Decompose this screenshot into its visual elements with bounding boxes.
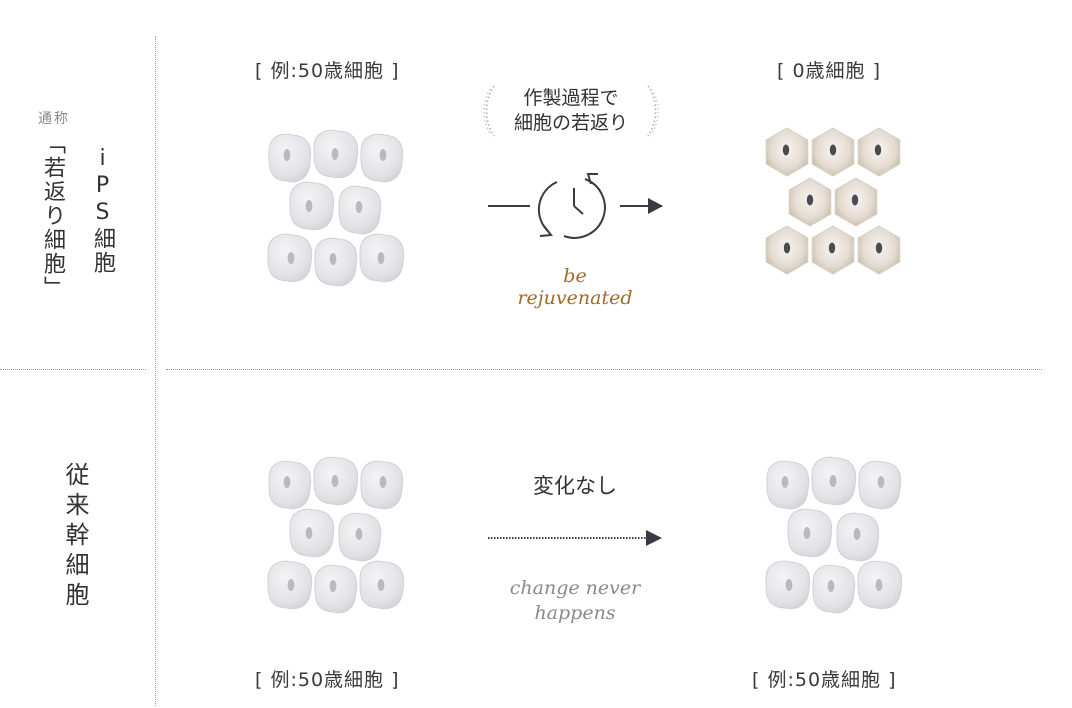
- hexagon-cell: [811, 225, 855, 275]
- round-cell: [836, 512, 880, 562]
- cell-nucleus: [355, 528, 363, 540]
- cell-nucleus: [379, 149, 387, 161]
- alias-small-label: 通称: [38, 111, 70, 127]
- process-bracket-left-icon: [483, 85, 495, 137]
- bottom-before-label: [ 例:50歳細胞 ]: [255, 669, 400, 691]
- cell-nucleus: [828, 242, 836, 254]
- cell-nucleus: [781, 476, 789, 488]
- hexagon-cell: [788, 177, 832, 227]
- cell-nucleus: [329, 580, 337, 592]
- cell-nucleus: [829, 475, 837, 487]
- cell-nucleus: [803, 527, 811, 539]
- cell-nucleus: [287, 579, 295, 591]
- cell-nucleus: [875, 242, 883, 254]
- cell-nucleus: [782, 144, 790, 156]
- round-cell: [338, 185, 382, 235]
- aged-cell-cluster-bottom-left: [267, 456, 405, 614]
- cell-nucleus: [287, 252, 295, 264]
- round-cell: [359, 560, 405, 610]
- be-rejuvenated-line2: rejuvenated: [517, 287, 633, 309]
- process-text-line2: 細胞の若返り: [513, 112, 628, 134]
- round-cell: [765, 560, 811, 610]
- process-text-line1: 作製過程で: [523, 87, 619, 109]
- young-hexagon-cell-cluster: [765, 127, 901, 275]
- round-cell: [811, 456, 857, 506]
- cell-nucleus: [851, 194, 859, 206]
- round-cell: [766, 460, 810, 510]
- aged-cell-cluster-bottom-right: [765, 456, 903, 614]
- round-cell: [812, 564, 856, 614]
- cell-nucleus: [305, 200, 313, 212]
- round-cell: [289, 508, 335, 558]
- hexagon-cell: [765, 127, 809, 177]
- rejuvenation-clock-arrow: [488, 173, 663, 239]
- hexagon-cell: [811, 127, 855, 177]
- hexagon-cell: [765, 225, 809, 275]
- change-never-happens-line1: change never: [509, 577, 641, 599]
- ips-cell-label: iPS細胞: [90, 146, 115, 275]
- top-after-label: [ 0歳細胞 ]: [777, 60, 881, 82]
- cell-nucleus: [283, 476, 291, 488]
- bottom-after-label: [ 例:50歳細胞 ]: [752, 669, 897, 691]
- round-cell: [268, 133, 312, 183]
- round-cell: [313, 129, 359, 179]
- cell-nucleus: [305, 527, 313, 539]
- cell-nucleus: [331, 475, 339, 487]
- cell-nucleus: [785, 579, 793, 591]
- round-cell: [314, 564, 358, 614]
- cell-nucleus: [379, 476, 387, 488]
- conventional-stem-cell-label: 従来幹細胞: [61, 462, 89, 612]
- cell-nucleus: [806, 194, 814, 206]
- rejuvenated-cell-label: 「若返り細胞」: [40, 132, 65, 300]
- cell-nucleus: [827, 580, 835, 592]
- cell-nucleus: [377, 252, 385, 264]
- be-rejuvenated-line1: be: [563, 265, 587, 287]
- cell-nucleus: [355, 201, 363, 213]
- horizontal-divider-right: [166, 369, 1042, 370]
- round-cell: [858, 460, 902, 510]
- round-cell: [857, 560, 903, 610]
- cell-nucleus: [331, 148, 339, 160]
- cell-nucleus: [829, 144, 837, 156]
- hexagon-cell: [857, 127, 901, 177]
- change-never-happens-line2: happens: [534, 602, 616, 624]
- process-bracket-right-icon: [647, 85, 659, 137]
- round-cell: [268, 460, 312, 510]
- round-cell: [787, 508, 833, 558]
- no-change-label: 変化なし: [533, 474, 617, 498]
- horizontal-divider-left: [0, 369, 146, 370]
- no-change-dotted-arrow: [488, 530, 662, 546]
- round-cell: [359, 233, 405, 283]
- cell-nucleus: [283, 149, 291, 161]
- round-cell: [289, 181, 335, 231]
- cell-nucleus: [377, 579, 385, 591]
- hexagon-cell: [834, 177, 878, 227]
- vertical-divider: [155, 36, 156, 706]
- round-cell: [338, 512, 382, 562]
- cell-nucleus: [329, 253, 337, 265]
- round-cell: [267, 560, 313, 610]
- top-before-label: [ 例:50歳細胞 ]: [255, 60, 400, 82]
- cell-nucleus: [853, 528, 861, 540]
- round-cell: [314, 237, 358, 287]
- round-cell: [267, 233, 313, 283]
- cell-nucleus: [874, 144, 882, 156]
- round-cell: [360, 460, 404, 510]
- aged-cell-cluster-top-left: [267, 129, 405, 287]
- cell-nucleus: [783, 242, 791, 254]
- cell-nucleus: [877, 476, 885, 488]
- cell-nucleus: [875, 579, 883, 591]
- round-cell: [313, 456, 359, 506]
- round-cell: [360, 133, 404, 183]
- hexagon-cell: [857, 225, 901, 275]
